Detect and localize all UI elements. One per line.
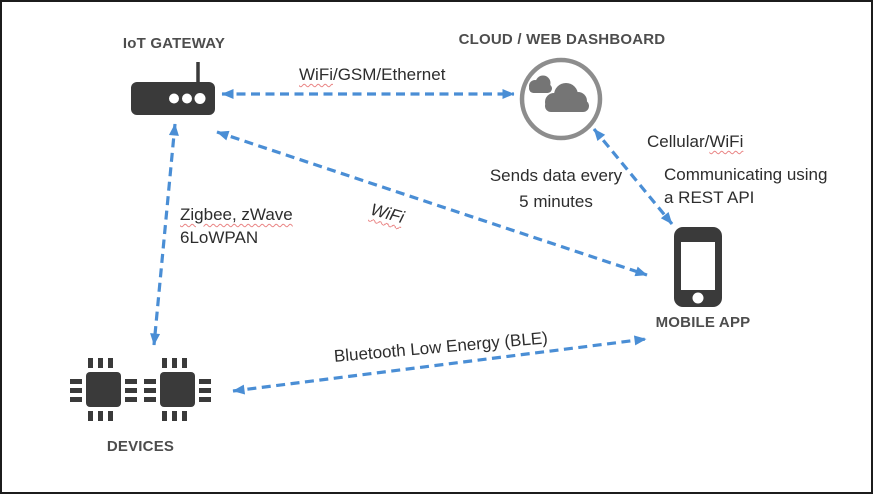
link-label-cellular-wifi: Cellular/WiFi [647,130,743,153]
cloud-glyph [529,75,589,112]
link-label-wifi: WiFi [368,198,407,229]
devices-label: DEVICES [106,438,175,455]
arrow-gateway-devices [150,123,179,346]
smartphone-icon [674,227,722,307]
sixlowpan-text: 6LoWPAN [180,228,259,247]
sends-data-line2: 5 minutes [519,192,593,211]
annotation-rest-api: Communicating using a REST API [664,163,827,209]
mobile-label: MOBILE APP [655,314,751,331]
annotation-sends-data: Sends data every 5 minutes [480,163,632,215]
gsm-ethernet-text: /GSM/Ethernet [332,65,446,84]
zigbee-zwave-text: Zigbee, zWave [180,205,293,224]
gateway-label: IoT GATEWAY [122,35,226,52]
cloud-label: CLOUD / WEB DASHBOARD [458,31,666,48]
rest-api-line2: a REST API [664,188,755,207]
link-label-zigbee: Zigbee, zWave 6LoWPAN [180,203,293,249]
wifi-underlined-text: WiFi [299,65,333,84]
rest-api-line1: Communicating using [664,165,828,184]
link-label-wifi-gsm-ethernet: WiFi/GSM/Ethernet [299,63,445,86]
cellular-text: Cellular/ [647,132,710,151]
router-icon [131,62,215,115]
wifi-text: WiFi [368,199,407,228]
chip-icon [70,358,211,421]
cloud-icon [519,57,603,141]
cellular-wifi-underlined-text: WiFi [709,132,744,151]
link-label-ble: Bluetooth Low Energy (BLE) [333,328,549,366]
sends-data-line1: Sends data every [489,166,623,185]
